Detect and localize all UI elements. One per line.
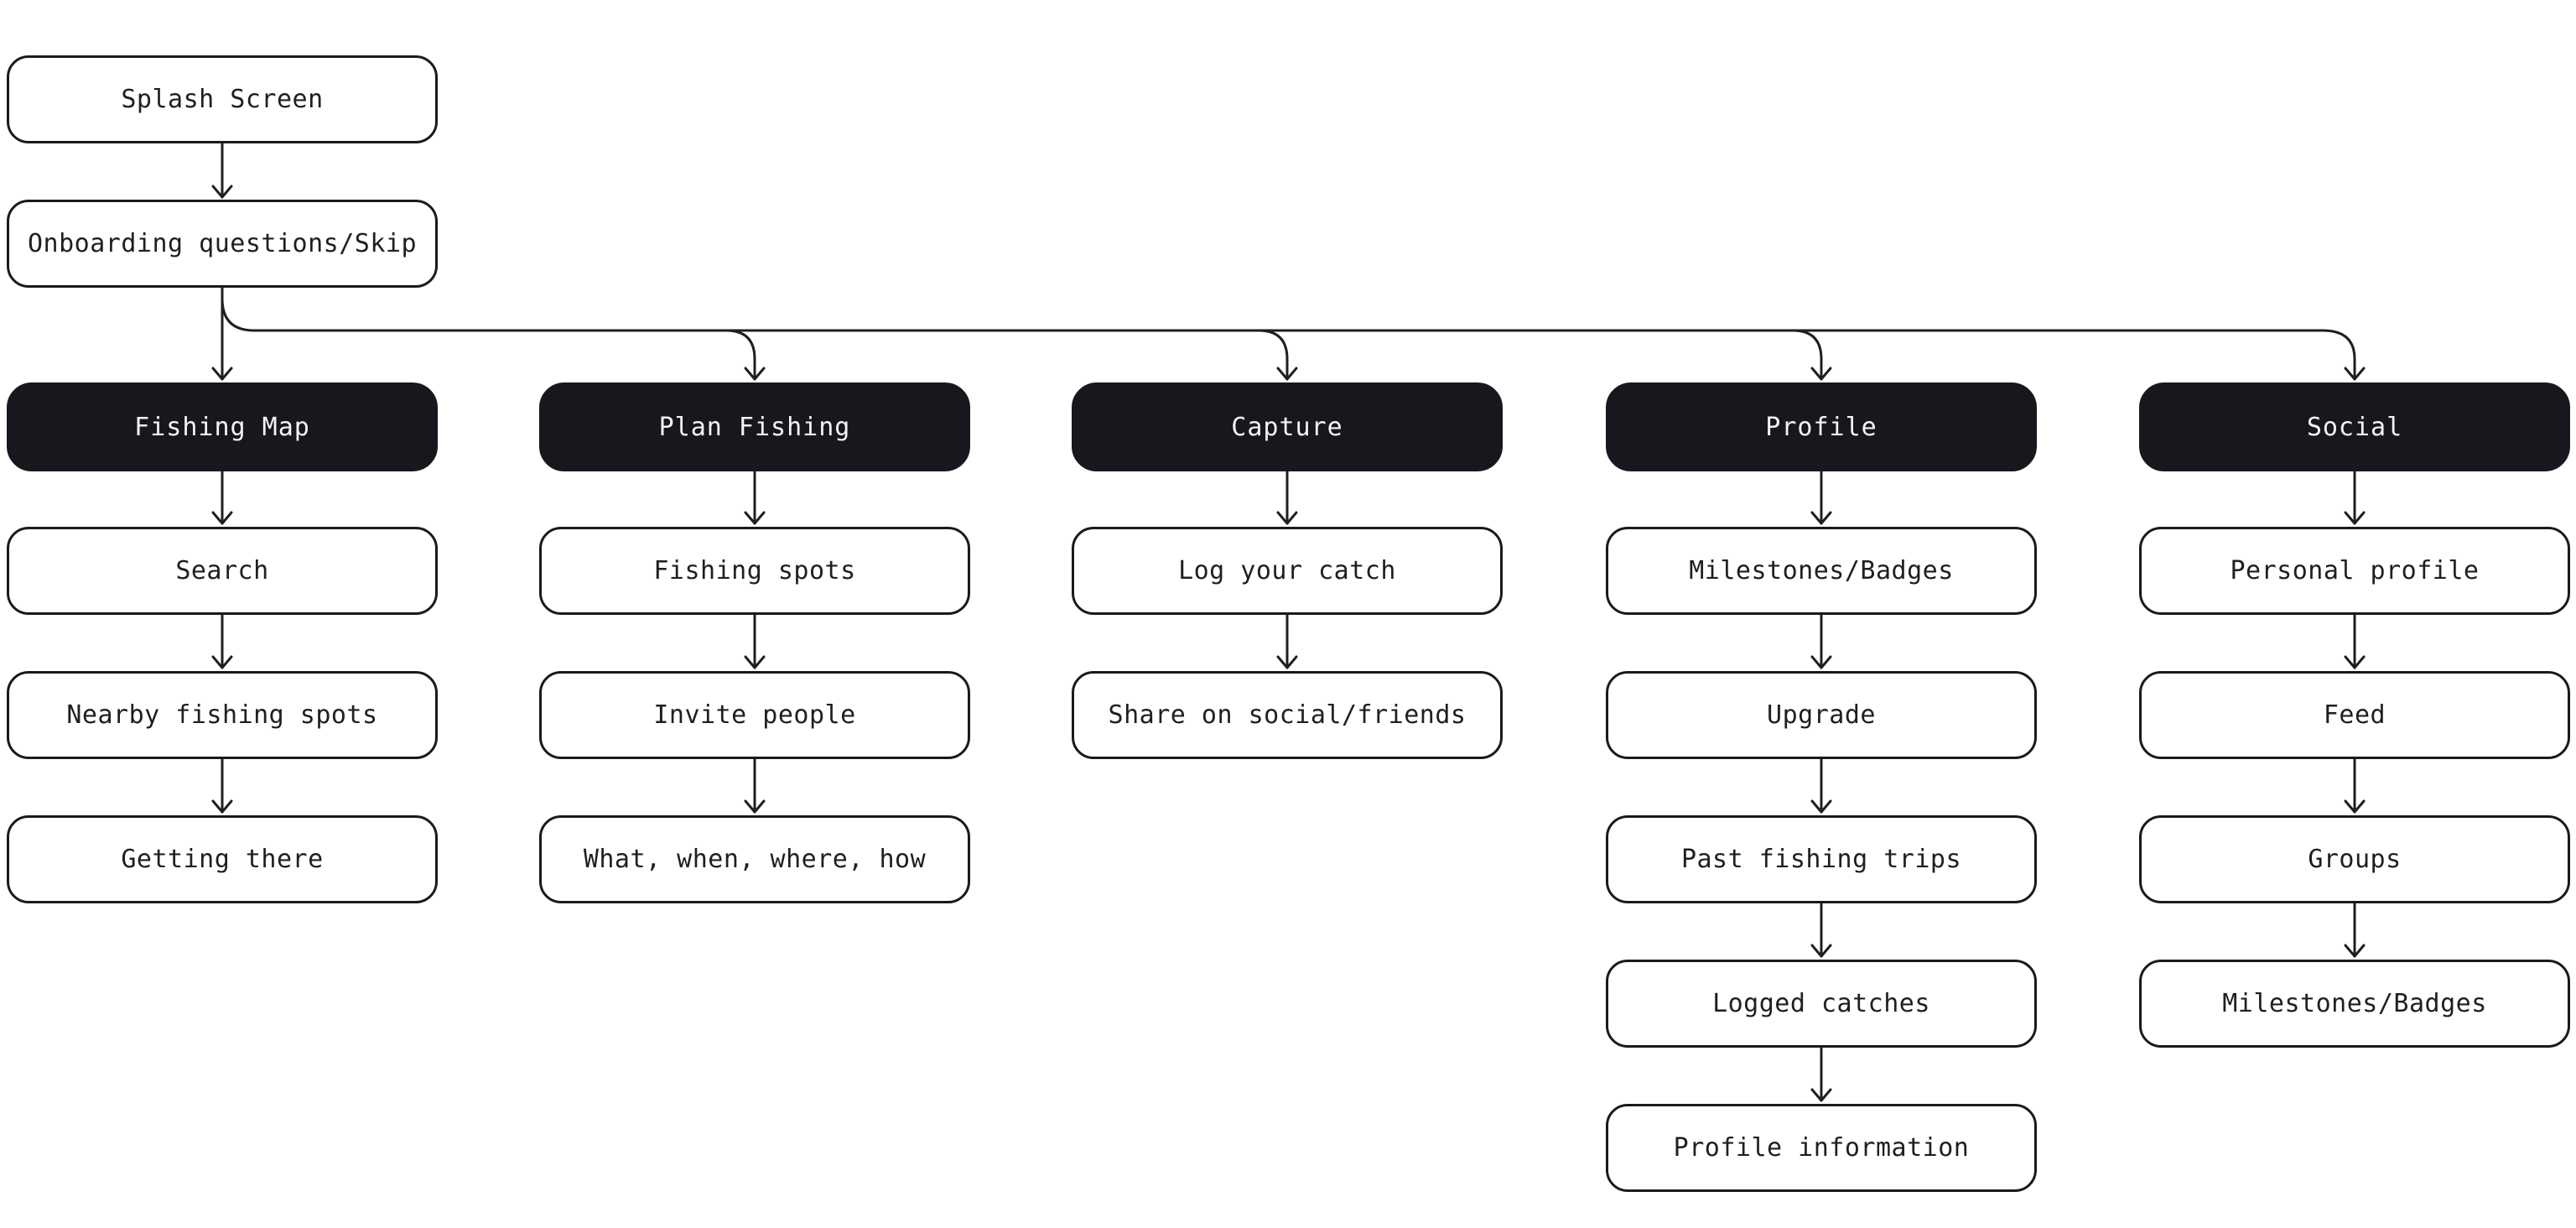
header-label: Fishing Map xyxy=(134,412,310,442)
node-label: Nearby fishing spots xyxy=(66,700,378,730)
node-nearby-fishing-spots[interactable]: Nearby fishing spots xyxy=(7,671,438,759)
node-label: Personal profile xyxy=(2230,556,2480,585)
node-label: Log your catch xyxy=(1178,556,1396,585)
arrowhead-icon xyxy=(1810,511,1832,525)
arrowhead-icon xyxy=(2344,944,2366,958)
arrowhead-icon xyxy=(1276,655,1298,669)
node-milestones-badges[interactable]: Milestones/Badges xyxy=(1606,527,2037,615)
arrowhead-icon xyxy=(2344,799,2366,814)
arrowhead-icon xyxy=(1810,367,1832,381)
arrowhead-icon xyxy=(211,655,233,669)
arrowhead-icon xyxy=(1810,799,1832,814)
connector-line xyxy=(1791,329,1823,381)
header-profile[interactable]: Profile xyxy=(1606,382,2037,471)
header-social[interactable]: Social xyxy=(2139,382,2570,471)
arrowhead-icon xyxy=(744,511,766,525)
header-label: Social xyxy=(2306,412,2403,442)
node-label: Logged catches xyxy=(1712,989,1930,1018)
node-profile-information[interactable]: Profile information xyxy=(1606,1104,2037,1192)
node-label: Upgrade xyxy=(1767,700,1876,730)
node-label: Splash Screen xyxy=(121,85,324,114)
node-label: What, when, where, how xyxy=(583,845,927,874)
arrowhead-icon xyxy=(211,367,233,381)
node-log-your-catch[interactable]: Log your catch xyxy=(1072,527,1503,615)
node-label: Feed xyxy=(2323,700,2386,730)
node-upgrade[interactable]: Upgrade xyxy=(1606,671,2037,759)
arrowhead-icon xyxy=(744,655,766,669)
arrowhead-icon xyxy=(211,511,233,525)
arrowhead-icon xyxy=(1810,944,1832,958)
connector-line xyxy=(221,297,2356,381)
node-logged-catches[interactable]: Logged catches xyxy=(1606,960,2037,1048)
header-label: Capture xyxy=(1231,412,1343,442)
node-invite-people[interactable]: Invite people xyxy=(539,671,970,759)
arrowhead-icon xyxy=(1810,1088,1832,1102)
node-label: Getting there xyxy=(121,845,324,874)
node-milestones-badges-social[interactable]: Milestones/Badges xyxy=(2139,960,2570,1048)
node-groups[interactable]: Groups xyxy=(2139,815,2570,903)
node-share-on-social-friends[interactable]: Share on social/friends xyxy=(1072,671,1503,759)
node-label: Search xyxy=(175,556,269,585)
node-onboarding-questions-skip[interactable]: Onboarding questions/Skip xyxy=(7,200,438,288)
arrowhead-icon xyxy=(211,799,233,814)
node-fishing-spots[interactable]: Fishing spots xyxy=(539,527,970,615)
node-personal-profile[interactable]: Personal profile xyxy=(2139,527,2570,615)
header-label: Plan Fishing xyxy=(658,412,851,442)
node-feed[interactable]: Feed xyxy=(2139,671,2570,759)
node-search[interactable]: Search xyxy=(7,527,438,615)
node-label: Past fishing trips xyxy=(1680,845,1962,874)
connector-line xyxy=(724,329,756,381)
node-label: Groups xyxy=(2308,845,2402,874)
node-getting-there[interactable]: Getting there xyxy=(7,815,438,903)
header-label: Profile xyxy=(1765,412,1877,442)
arrowhead-icon xyxy=(1276,367,1298,381)
node-label: Share on social/friends xyxy=(1108,700,1467,730)
arrowhead-icon xyxy=(211,185,233,199)
node-label: Milestones/Badges xyxy=(2222,989,2487,1018)
connector-line xyxy=(1257,329,1289,381)
node-label: Fishing spots xyxy=(653,556,856,585)
arrowhead-icon xyxy=(2344,511,2366,525)
node-label: Milestones/Badges xyxy=(1689,556,1954,585)
node-past-fishing-trips[interactable]: Past fishing trips xyxy=(1606,815,2037,903)
arrowhead-icon xyxy=(1276,511,1298,525)
header-capture[interactable]: Capture xyxy=(1072,382,1503,471)
node-label: Invite people xyxy=(653,700,856,730)
arrowhead-icon xyxy=(2344,367,2366,381)
node-splash-screen[interactable]: Splash Screen xyxy=(7,55,438,143)
arrowhead-icon xyxy=(1810,655,1832,669)
node-label: Profile information xyxy=(1673,1133,1970,1163)
node-label: Onboarding questions/Skip xyxy=(27,229,418,258)
arrowhead-icon xyxy=(2344,655,2366,669)
arrowhead-icon xyxy=(744,799,766,814)
arrowhead-icon xyxy=(744,367,766,381)
node-what-when-where-how[interactable]: What, when, where, how xyxy=(539,815,970,903)
header-plan-fishing[interactable]: Plan Fishing xyxy=(539,382,970,471)
header-fishing-map[interactable]: Fishing Map xyxy=(7,382,438,471)
